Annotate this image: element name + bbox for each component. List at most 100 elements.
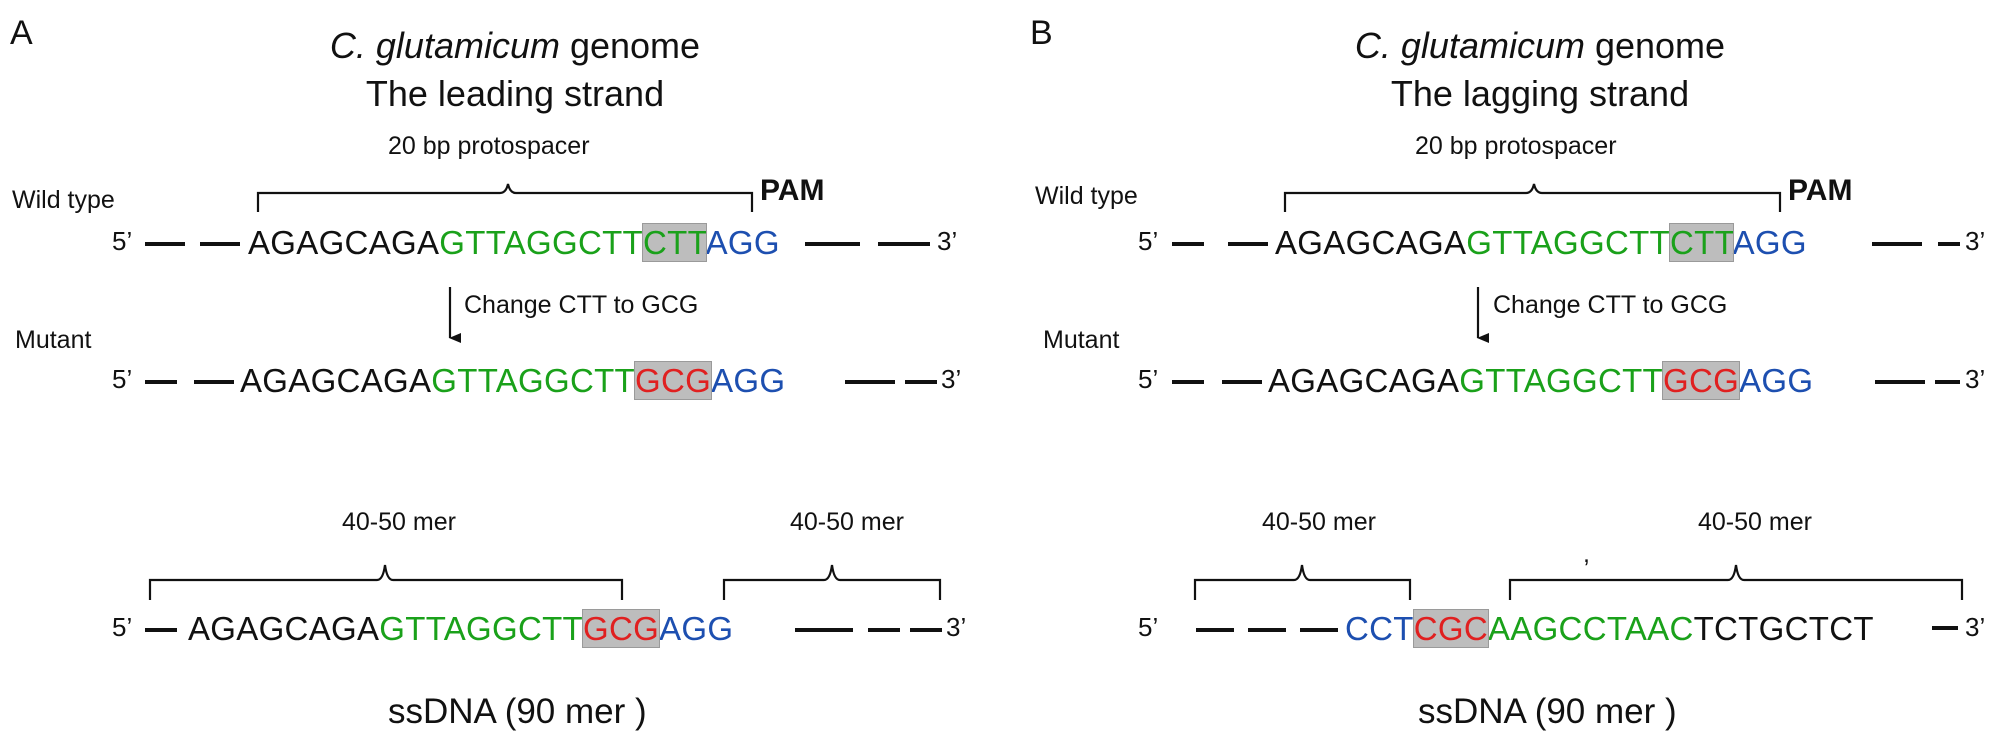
three-prime-label: 3’ [941,364,962,394]
sequence-segment: AGAGCAGA [1268,362,1460,399]
dna-dash [1938,242,1960,246]
wild-type-label: Wild type [12,186,115,214]
dna-dash [795,628,853,632]
mutant-sequence: AGAGCAGAGTTAGGCTTGCGAGG [240,361,786,400]
mutant-sequence: AGAGCAGAGTTAGGCTTGCGAGG [1268,361,1814,400]
panel-letter-a: A [10,14,33,52]
mutant-label: Mutant [15,326,92,354]
sequence-segment: AGG [1732,224,1807,261]
species-name: C. glutamicum [329,25,560,66]
dna-dash [1932,626,1958,630]
dna-dash [200,242,240,246]
dna-dash [1222,380,1262,384]
three-prime-label: 3’ [1965,364,1986,394]
mutant-label: Mutant [1043,326,1120,354]
genome-word: genome [1584,25,1726,66]
mer-right-bracket [1508,564,1964,600]
five-prime-label: 5’ [112,364,133,394]
sequence-segment: GTTAGGCTT [431,362,636,399]
sequence-segment: CCT [1345,610,1414,647]
dna-dash [1875,380,1925,384]
wild-type-sequence: AGAGCAGAGTTAGGCTTCTTAGG [1275,223,1807,262]
protospacer-label: 20 bp protospacer [1415,132,1617,160]
wild-type-sequence: AGAGCAGAGTTAGGCTTCTTAGG [248,223,780,262]
species-name: C. glutamicum [1354,25,1585,66]
panel-a-title-line1: C. glutamicum genome [250,22,780,70]
five-prime-label: 5’ [1138,612,1159,642]
panel-b-title-line1: C. glutamicum genome [1275,22,1805,70]
sequence-segment: AGAGCAGA [188,610,380,647]
change-label: Change CTT to GCG [464,291,699,319]
highlighted-codon: CTT [1669,223,1734,262]
sequence-segment: GTTAGGCTT [439,224,644,261]
dna-dash [1228,242,1268,246]
stray-mark: , [1583,540,1590,568]
dna-dash [1935,380,1960,384]
five-prime-label: 5’ [112,226,133,256]
mer-left-label: 40-50 mer [1262,508,1376,536]
mer-left-bracket [148,564,624,600]
wild-type-label: Wild type [1035,182,1138,210]
dna-dash [194,380,234,384]
highlighted-codon: GCG [1662,361,1741,400]
mer-right-label: 40-50 mer [1698,508,1812,536]
ssdna-label: ssDNA (90 mer ) [1418,692,1677,731]
three-prime-label: 3’ [937,226,958,256]
ssdna-label: ssDNA (90 mer ) [388,692,647,731]
sequence-segment: AGG [659,610,734,647]
mer-right-bracket [722,564,942,600]
panel-a-strand-title: The leading strand [365,73,665,114]
highlighted-codon: GCG [634,361,713,400]
dna-dash [1300,628,1338,632]
sequence-segment: AGAGCAGA [1275,224,1467,261]
dna-dash [868,628,900,632]
three-prime-label: 3’ [1965,612,1986,642]
dna-dash [145,628,177,632]
mer-left-label: 40-50 mer [342,508,456,536]
sequence-segment: AAGCCTAAC [1487,610,1694,647]
protospacer-bracket [1283,183,1782,212]
dna-dash [1172,242,1204,246]
five-prime-label: 5’ [1138,226,1159,256]
sequence-segment: AGG [711,362,786,399]
five-prime-label: 5’ [112,612,133,642]
sequence-segment: AGG [705,224,780,261]
panel-b-title: C. glutamicum genome The lagging strand [1275,22,1805,118]
dna-dash [845,380,895,384]
five-prime-label: 5’ [1138,364,1159,394]
panel-b-strand-title: The lagging strand [1390,73,1690,114]
dna-dash [1248,628,1286,632]
pam-label: PAM [1788,174,1853,207]
dna-dash [1196,628,1234,632]
dna-dash [1872,242,1922,246]
three-prime-label: 3’ [1965,226,1986,256]
sequence-segment: AGG [1739,362,1814,399]
genome-word: genome [559,25,701,66]
dna-dash [1172,380,1204,384]
dna-dash [910,628,942,632]
three-prime-label: 3’ [946,612,967,642]
mer-left-bracket [1193,564,1412,600]
sequence-segment: TCTGCTCT [1693,610,1874,647]
protospacer-bracket [256,183,754,212]
dna-dash [145,380,177,384]
mer-right-label: 40-50 mer [790,508,904,536]
highlighted-codon: GCG [582,609,661,648]
sequence-segment: GTTAGGCTT [1459,362,1664,399]
dna-dash [878,242,930,246]
dna-dash [905,380,937,384]
change-label: Change CTT to GCG [1493,291,1728,319]
sequence-segment: GTTAGGCTT [1466,224,1671,261]
sequence-segment: AGAGCAGA [248,224,440,261]
dna-dash [805,242,860,246]
protospacer-label: 20 bp protospacer [388,132,590,160]
sequence-segment: GTTAGGCTT [379,610,584,647]
pam-label: PAM [760,174,825,207]
ssdna-sequence: AGAGCAGAGTTAGGCTTGCGAGG [188,609,734,648]
highlighted-codon: CTT [642,223,707,262]
dna-dash [145,242,185,246]
sequence-segment: AGAGCAGA [240,362,432,399]
panel-letter-b: B [1030,14,1053,52]
highlighted-codon: CGC [1412,609,1489,648]
